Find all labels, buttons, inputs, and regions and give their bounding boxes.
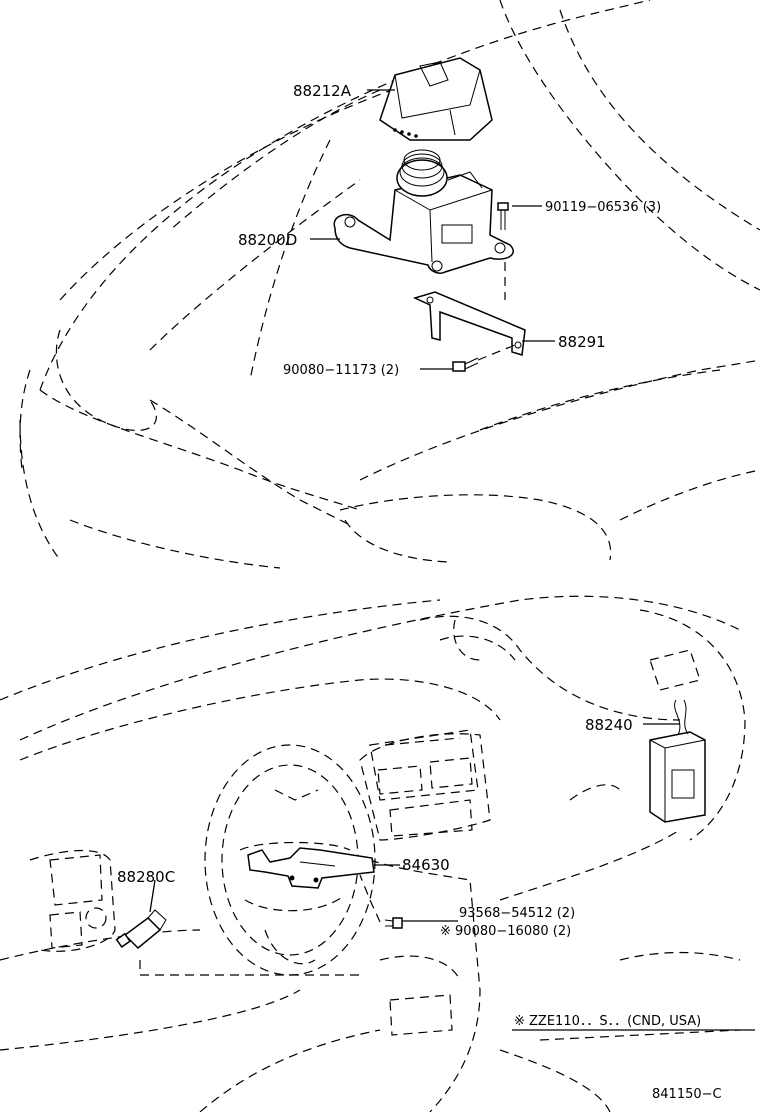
amplifier-88240 [649, 699, 706, 823]
label-88212A: 88212A [293, 82, 352, 100]
diagram-code: 841150−C [652, 1087, 722, 1102]
dashboard-outline [0, 595, 746, 1112]
screw-93568-54512 [384, 917, 403, 929]
label-88240: 88240 [585, 716, 633, 734]
label-90119-06536: 90119−06536 (3) [545, 200, 661, 215]
label-93568-54512: 93568−54512 (2) [459, 906, 575, 921]
sensor-88280C [115, 909, 167, 950]
cover-88212A [379, 57, 493, 141]
bolt-90119-06536 [497, 202, 509, 230]
car-front-outline [19, 0, 760, 569]
bracket-88291 [412, 291, 526, 356]
bolt-90080-11173 [452, 357, 479, 372]
label-88291: 88291 [558, 333, 606, 351]
label-90080-16080: ※ 90080−16080 (2) [440, 924, 571, 939]
switch-84630 [247, 847, 375, 889]
label-88200D: 88200D [238, 231, 297, 249]
applicability-note: ※ ZZE110．．S．．(CND, USA) [514, 1014, 701, 1029]
label-88280C: 88280C [117, 868, 175, 886]
label-90080-11173: 90080−11173 (2) [283, 363, 399, 378]
unit-88200D [333, 149, 514, 274]
leader-lines [149, 89, 755, 1031]
label-84630: 84630 [402, 856, 450, 874]
